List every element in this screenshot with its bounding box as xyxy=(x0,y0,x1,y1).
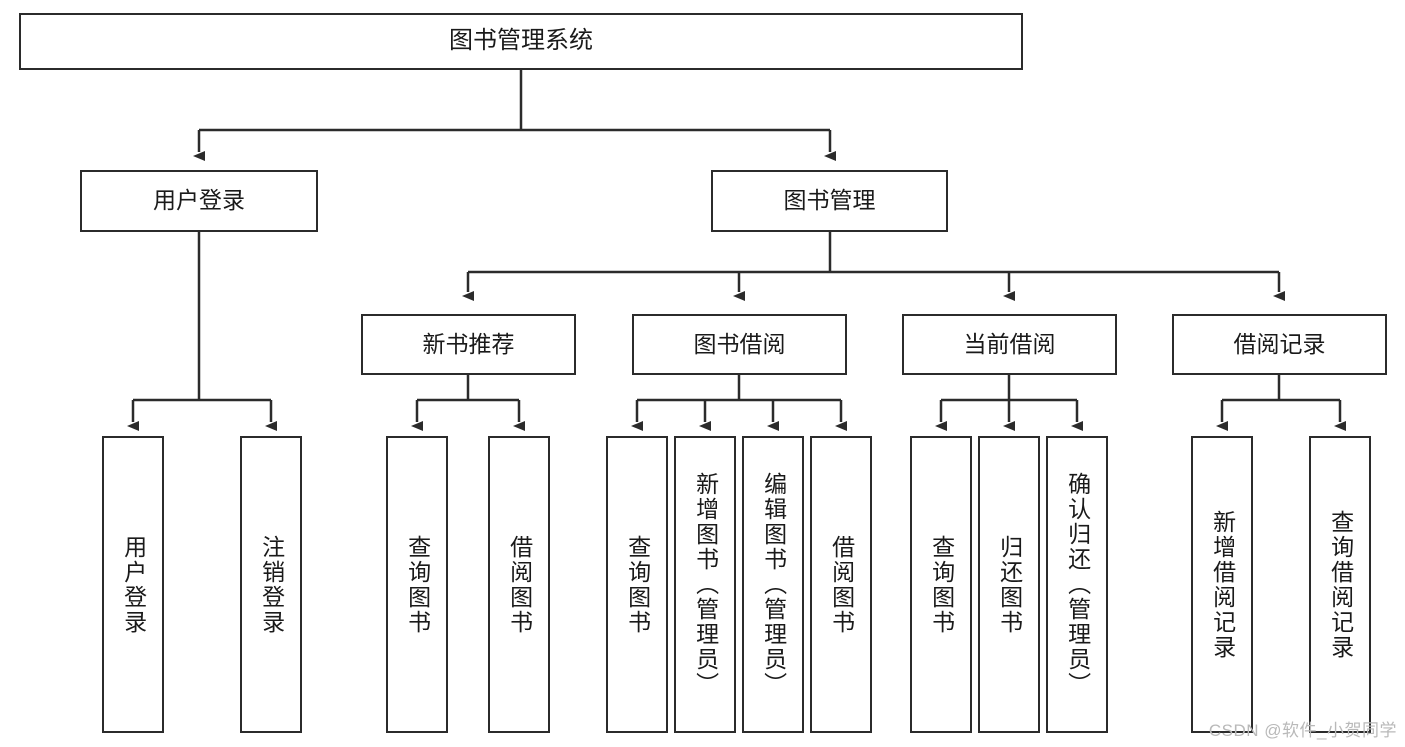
leaf-query-borrow-record[interactable]: 查询借阅记录 xyxy=(1309,436,1371,733)
leaf-return-book[interactable]: 归还图书 xyxy=(978,436,1040,733)
leaf-borrow-book-recommend-label: 借阅图书 xyxy=(506,534,533,635)
node-root-label: 图书管理系统 xyxy=(449,27,593,55)
node-book-management-label: 图书管理 xyxy=(783,187,876,214)
leaf-borrow-book[interactable]: 借阅图书 xyxy=(810,436,872,733)
leaf-logout[interactable]: 注销登录 xyxy=(240,436,302,733)
leaf-confirm-return-admin-label: 确认归还（管理员） xyxy=(1064,472,1091,697)
leaf-add-borrow-record[interactable]: 新增借阅记录 xyxy=(1191,436,1253,733)
leaf-confirm-return-admin[interactable]: 确认归还（管理员） xyxy=(1046,436,1108,733)
leaf-add-borrow-record-label: 新增借阅记录 xyxy=(1209,509,1236,660)
node-current-borrow[interactable]: 当前借阅 xyxy=(902,314,1117,375)
node-book-borrow[interactable]: 图书借阅 xyxy=(632,314,847,375)
node-borrow-record[interactable]: 借阅记录 xyxy=(1172,314,1387,375)
node-book-borrow-label: 图书借阅 xyxy=(693,330,786,357)
leaf-query-book-borrow[interactable]: 查询图书 xyxy=(606,436,668,733)
node-borrow-record-label: 借阅记录 xyxy=(1233,330,1326,357)
leaf-borrow-book-label: 借阅图书 xyxy=(828,534,855,635)
leaf-edit-book-admin[interactable]: 编辑图书（管理员） xyxy=(742,436,804,733)
node-current-borrow-label: 当前借阅 xyxy=(963,330,1056,357)
leaf-edit-book-admin-label: 编辑图书（管理员） xyxy=(760,472,787,697)
node-book-management[interactable]: 图书管理 xyxy=(711,170,948,232)
leaf-query-book-recommend-label: 查询图书 xyxy=(404,534,431,635)
leaf-return-book-label: 归还图书 xyxy=(996,534,1023,635)
node-root[interactable]: 图书管理系统 xyxy=(19,13,1023,70)
leaf-query-book-borrow-label: 查询图书 xyxy=(624,534,651,635)
leaf-query-book-current[interactable]: 查询图书 xyxy=(910,436,972,733)
node-new-book-recommend[interactable]: 新书推荐 xyxy=(361,314,576,375)
node-user-login[interactable]: 用户登录 xyxy=(80,170,318,232)
leaf-user-login[interactable]: 用户登录 xyxy=(102,436,164,733)
leaf-add-book-admin[interactable]: 新增图书（管理员） xyxy=(674,436,736,733)
node-user-login-label: 用户登录 xyxy=(153,187,245,214)
leaf-query-book-current-label: 查询图书 xyxy=(928,534,955,635)
leaf-query-borrow-record-label: 查询借阅记录 xyxy=(1327,509,1354,660)
node-new-book-recommend-label: 新书推荐 xyxy=(422,330,515,357)
leaf-add-book-admin-label: 新增图书（管理员） xyxy=(692,472,719,697)
leaf-borrow-book-recommend[interactable]: 借阅图书 xyxy=(488,436,550,733)
leaf-logout-label: 注销登录 xyxy=(258,534,285,635)
leaf-user-login-label: 用户登录 xyxy=(120,534,147,635)
leaf-query-book-recommend[interactable]: 查询图书 xyxy=(386,436,448,733)
